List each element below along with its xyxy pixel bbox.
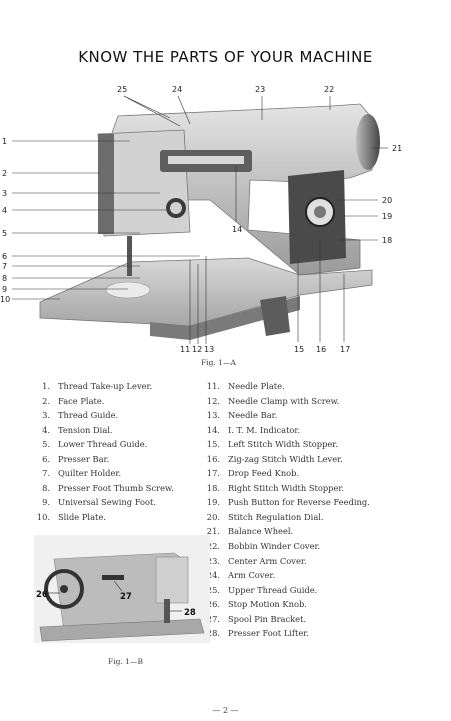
callout-5: 5 [2,229,7,238]
parts-list-right: 11.Needle Plate. 12.Needle Clamp with Sc… [196,379,370,641]
list-item: 6.Presser Bar. [42,453,110,464]
parts-list-left: 1.Thread Take-up Lever. 2.Face Plate. 3.… [26,379,174,524]
list-item: 21.Balance Wheel. [206,526,294,537]
figure-1b-illustration: 26 27 28 [34,535,210,643]
list-item: 4.Tension Dial. [42,424,113,435]
figure-1a-caption: Fig. 1—A [201,358,236,367]
callout-24: 24 [172,85,182,94]
list-item: 19.Push Button for Reverse Feeding. [206,497,370,508]
list-item: 5.Lower Thread Guide. [42,439,148,450]
page-number: — 2 — [212,706,239,715]
list-item: 16.Zig-zag Stitch Width Lever. [206,453,343,464]
figure-1b-caption: Fig. 1—B [108,657,143,666]
list-item: 15.Left Stitch Width Stopper. [206,439,338,450]
callout-21: 21 [392,144,402,153]
list-item: 20.Stitch Regulation Dial. [206,511,324,522]
callout-3: 3 [2,189,7,198]
list-item: 24.Arm Cover. [206,570,276,581]
list-item: 10.Slide Plate. [36,511,106,522]
list-item: 2.Face Plate. [42,395,105,406]
callout-17: 17 [340,345,350,354]
list-item: 26.Stop Motion Knob. [206,599,307,610]
list-item: 1.Thread Take-up Lever. [42,381,153,391]
list-item: 7.Quilter Holder. [42,468,122,479]
callout-20: 20 [382,196,392,205]
callout-27: 27 [120,592,132,602]
callout-19: 19 [382,212,392,221]
callout-25: 25 [117,85,127,94]
list-item: 14.I. T. M. Indicator. [206,424,301,435]
list-item: 3.Thread Guide. [42,410,119,421]
callout-11: 11 [180,345,190,354]
callout-22: 22 [324,85,334,94]
callout-6: 6 [2,252,7,261]
list-item: 18.Right Stitch Width Stopper. [206,482,345,493]
list-item: 11.Needle Plate. [206,381,285,391]
callout-16: 16 [316,345,326,354]
callout-9: 9 [2,285,7,294]
figure-1a-illustration: 1 2 3 4 5 6 7 8 9 10 25 24 23 22 21 20 1… [0,85,402,354]
callout-28: 28 [184,608,196,618]
list-item: 8.Presser Foot Thumb Screw. [42,482,174,493]
callout-4: 4 [2,206,7,215]
callout-14: 14 [232,225,242,234]
callout-18: 18 [382,236,392,245]
callout-1: 1 [2,137,7,146]
callout-12: 12 [192,345,202,354]
list-item: 9.Universal Sewing Foot. [42,497,156,508]
list-item: 17.Drop Feed Knob. [206,468,300,479]
callout-15: 15 [294,345,304,354]
callout-10: 10 [0,295,10,304]
callout-26: 26 [36,590,48,600]
callout-8: 8 [2,274,7,283]
callout-2: 2 [2,169,7,178]
list-item: 22.Bobbin Winder Cover. [206,541,321,552]
list-item: 23.Center Arm Cover. [206,555,307,566]
list-item: 25.Upper Thread Guide. [206,584,318,595]
list-item: 12.Needle Clamp with Screw. [206,395,340,406]
callout-23: 23 [255,85,265,94]
callout-13: 13 [204,345,214,354]
page-title: KNOW THE PARTS OF YOUR MACHINE [78,48,373,66]
callout-7: 7 [2,262,7,271]
list-item: 27.Spool Pin Bracket. [206,613,307,624]
list-item: 28.Presser Foot Lifter. [206,628,309,639]
list-item: 13.Needle Bar. [206,410,278,421]
